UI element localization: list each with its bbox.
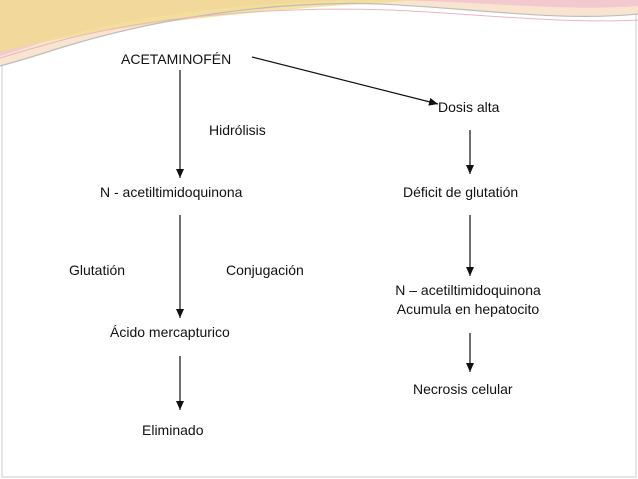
label-hidrolisis: Hidrólisis <box>209 122 266 138</box>
node-necrosis-celular: Necrosis celular <box>413 381 513 397</box>
label-conjugacion: Conjugación <box>226 262 304 278</box>
node-acido-mercapturico: Ácido mercapturico <box>110 324 230 340</box>
node-acetaminofen: ACETAMINOFÉN <box>121 51 232 67</box>
node-deficit-glutation: Déficit de glutatión <box>403 184 519 200</box>
node-n-acetiltimidoquinona-right: N – acetiltimidoquinona Acumula en hepat… <box>383 282 553 318</box>
n-acetil-right-line2: Acumula en hepatocito <box>396 301 540 317</box>
node-n-acetiltimidoquinona-left: N - acetiltimidoquinona <box>100 184 243 200</box>
label-glutation: Glutatión <box>69 262 126 278</box>
arrow-acetaminofen-to-dosis-alta <box>251 56 439 106</box>
node-eliminado: Eliminado <box>142 422 204 438</box>
node-dosis-alta: Dosis alta <box>438 99 500 115</box>
n-acetil-right-line1: N – acetiltimidoquinona <box>395 282 541 298</box>
